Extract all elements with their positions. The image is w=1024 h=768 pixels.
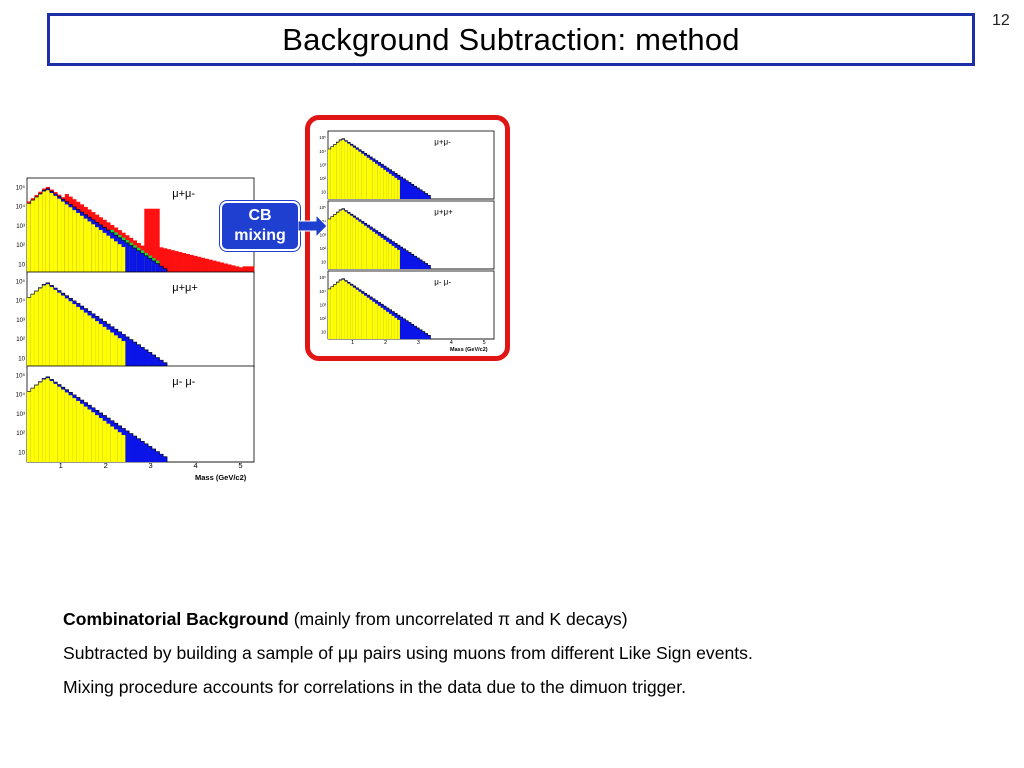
left-y-tick-label: 10⁴ <box>16 392 26 399</box>
cb-label-line2: mixing <box>234 227 286 244</box>
right-panel-2-label: μ+μ+ <box>434 208 453 217</box>
right-x-axis-title: Mass (GeV/c2) <box>450 347 488 353</box>
slide-title: Background Subtraction: method <box>282 21 740 57</box>
left-panel-2-label: μ+μ+ <box>172 282 198 294</box>
right-y-tick-label: 10 <box>321 330 326 335</box>
right-panel-3: 10⁵ 10⁴ 10³ 10² 10 μ- μ- <box>319 270 495 340</box>
left-y-tick-label: 10³ <box>16 224 25 230</box>
right-x-tick-label: 1 <box>351 340 354 346</box>
left-y-tick-label: 10 <box>18 356 25 362</box>
left-x-tick-label: 1 <box>59 461 63 470</box>
right-y-tick-label: 10 <box>321 260 326 265</box>
left-y-tick-label: 10⁵ <box>16 373 26 380</box>
right-y-tick-label: 10³ <box>320 232 327 237</box>
title-box: Background Subtraction: method <box>47 13 975 66</box>
right-histogram-stack: 10⁵10⁴10³10²10μ+μ-10⁵10⁴10³10²10μ+μ+10⁵1… <box>319 130 495 353</box>
caption: Combinatorial Background (mainly from un… <box>63 602 1003 704</box>
left-y-tick-label: 10⁵ <box>16 185 26 192</box>
right-panel-1-label: μ+μ- <box>434 138 451 147</box>
caption-line-1: Combinatorial Background (mainly from un… <box>63 602 1003 636</box>
left-x-tick-label: 2 <box>104 461 108 470</box>
right-panel-1: 10⁵ 10⁴ 10³ 10² 10 μ+μ- <box>319 130 495 200</box>
left-histogram-stack: 10⁵10⁴10³10²10μ+μ-10⁵10⁴10³10²10μ+μ+10⁵1… <box>16 177 255 482</box>
arrow-right-icon <box>298 214 328 238</box>
left-panel-1-label: μ+μ- <box>172 188 195 200</box>
right-panel-3-label: μ- μ- <box>434 278 451 287</box>
right-y-tick-label: 10⁵ <box>319 205 326 210</box>
right-y-tick-label: 10² <box>320 176 327 181</box>
left-y-tick-label: 10 <box>18 262 25 268</box>
right-y-tick-label: 10 <box>321 190 326 195</box>
left-panel-3: 10⁵ 10⁴ 10³ 10² 10 μ- μ- <box>16 365 255 463</box>
right-y-tick-label: 10⁴ <box>319 289 326 294</box>
left-x-tick-label: 5 <box>238 461 242 470</box>
left-y-tick-label: 10² <box>16 243 25 249</box>
left-y-tick-label: 10⁵ <box>16 279 26 286</box>
right-x-tick-label: 4 <box>450 340 453 346</box>
left-y-tick-label: 10⁴ <box>16 204 26 211</box>
left-y-tick-label: 10³ <box>16 412 25 418</box>
right-y-tick-label: 10² <box>320 246 327 251</box>
caption-line-2: Subtracted by building a sample of μμ pa… <box>63 643 753 663</box>
right-x-tick-label: 5 <box>483 340 486 346</box>
right-y-tick-label: 10³ <box>320 162 327 167</box>
caption-bold-term: Combinatorial Background <box>63 609 289 629</box>
right-y-tick-label: 10⁵ <box>319 135 326 140</box>
left-y-tick-label: 10 <box>18 450 25 456</box>
right-y-tick-label: 10³ <box>320 302 327 307</box>
caption-line-3: Mixing procedure accounts for correlatio… <box>63 677 686 697</box>
cb-label-line1: CB <box>248 207 272 224</box>
left-panel-2: 10⁵ 10⁴ 10³ 10² 10 μ+μ+ <box>16 271 255 369</box>
left-x-tick-label: 3 <box>149 461 153 470</box>
caption-line-1-rest: (mainly from uncorrelated π and K decays… <box>288 609 628 629</box>
left-x-axis-title: Mass (GeV/c2) <box>195 473 247 482</box>
right-y-tick-label: 10⁵ <box>319 275 326 280</box>
right-x-tick-label: 2 <box>384 340 387 346</box>
left-x-tick-label: 4 <box>193 461 197 470</box>
right-y-tick-label: 10² <box>320 316 327 321</box>
left-panel-3-label: μ- μ- <box>172 376 195 388</box>
left-y-tick-label: 10² <box>16 337 25 343</box>
right-y-tick-label: 10⁴ <box>319 149 326 154</box>
left-panel-1: 10⁵ 10⁴ 10³ 10² 10 μ+μ- <box>16 177 255 275</box>
left-y-tick-label: 10³ <box>16 318 25 324</box>
left-y-tick-label: 10² <box>16 431 25 437</box>
right-x-tick-label: 3 <box>417 340 420 346</box>
cb-mixing-label: CB mixing <box>220 201 300 251</box>
slide-number: 12 <box>992 12 1010 29</box>
left-y-tick-label: 10⁴ <box>16 298 26 305</box>
